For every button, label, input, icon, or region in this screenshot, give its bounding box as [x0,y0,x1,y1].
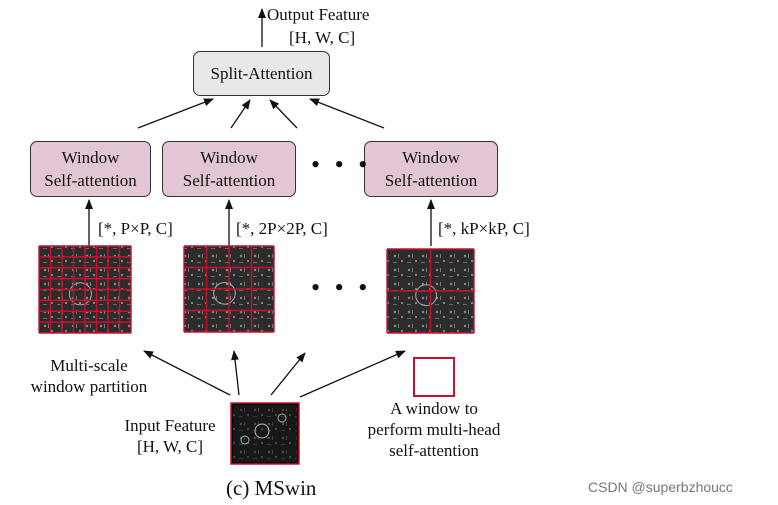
window-label: Window [402,148,460,167]
shape-label-2: [*, 2P×2P, C] [236,219,328,238]
input-feature-label: Input Feature [H, W, C] [110,415,230,457]
arrow-input-to-grid1 [143,350,231,396]
window-grid-fine [38,245,132,334]
self-attention-label: Self-attention [44,171,137,190]
feature-map-detail [68,282,92,306]
arrow-wsa3-to-split [309,98,385,129]
window-label: Window [61,148,120,167]
legend-line3: self-attention [389,441,479,460]
legend-window-square [413,357,455,397]
legend-line1: A window to [390,399,478,418]
partition-label-line2: window partition [30,377,148,396]
figure-caption: (c) MSwin [226,476,317,500]
legend-text: A window to perform multi-head self-atte… [348,398,520,461]
input-feature-shape: [H, W, C] [136,437,204,456]
self-attention-label: Self-attention [182,171,276,190]
feature-map-detail [415,284,438,307]
partition-label-line1: Multi-scale [50,356,128,375]
legend-line2: perform multi-head [367,420,501,439]
watermark: CSDN @superbzhoucc [588,479,733,495]
feature-map-detail [213,282,236,305]
window-label: Window [200,148,258,167]
arrow-input-to-grid2 [231,350,240,396]
output-feature-shape: [H, W, C] [289,28,356,47]
arrow-wsa2a-to-split [230,99,251,129]
output-feature-title: Output Feature [267,5,370,24]
shape-label-1: [*, P×P, C] [98,219,173,238]
input-feature-map [230,402,300,465]
input-feature-title: Input Feature [124,416,216,435]
split-attention-block: Split-Attention [193,51,330,96]
arrow-wsa1-to-split [137,98,214,129]
arrow-wsa2b-to-split [269,99,298,129]
partition-label: Multi-scale window partition [14,355,164,397]
shape-label-3: [*, kP×kP, C] [438,219,530,238]
arrow-input-to-grid3 [299,350,406,398]
ellipsis-top: • • • [311,150,372,179]
window-grid-medium [183,245,275,333]
arrow-input-to-ellipsis [270,352,306,396]
window-grid-coarse [386,248,475,334]
self-attention-label: Self-attention [384,171,478,190]
split-attention-label: Split-Attention [210,64,313,83]
ellipsis-middle: • • • [311,273,372,302]
